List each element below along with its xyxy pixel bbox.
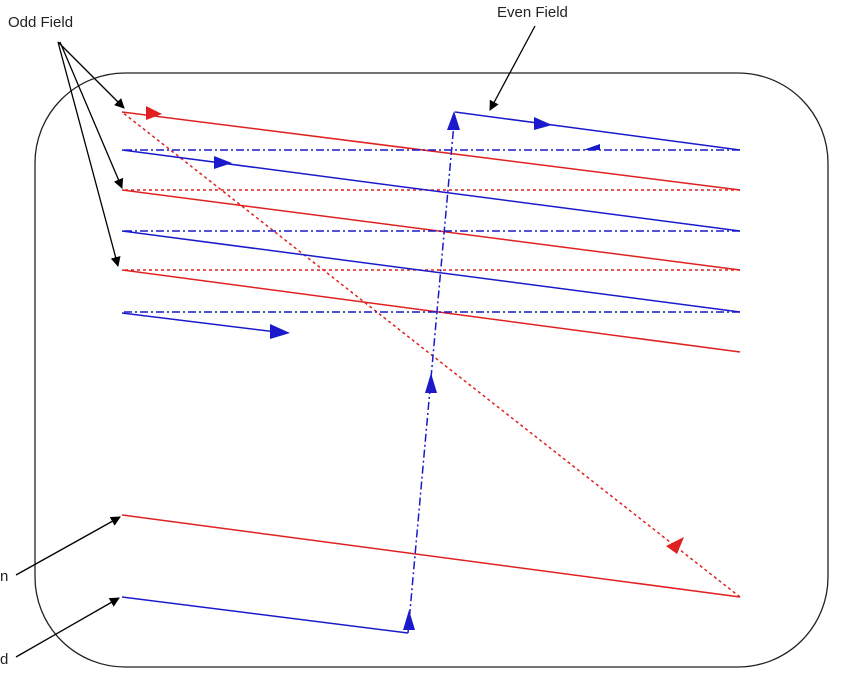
even-arrow-icon-1	[534, 117, 552, 130]
even-arrow-icon-4	[270, 324, 290, 339]
odd-field-lines	[121, 111, 741, 598]
left-label-2: d	[0, 651, 8, 668]
even-field-label: Even Field	[497, 4, 568, 21]
even-scan-line-3	[121, 230, 741, 313]
left-label-1: n	[0, 568, 8, 585]
even-scan-line-4	[121, 312, 286, 334]
odd-scan-line-3	[121, 269, 741, 353]
even-vertical-retrace	[407, 111, 456, 634]
odd-field-arrow-2	[59, 41, 124, 189]
up-arrow-icon-3	[447, 111, 460, 130]
odd-field-label: Odd Field	[8, 14, 73, 31]
odd-scan-line-2	[121, 189, 741, 271]
even-arrow-icon-2	[583, 144, 600, 156]
odd-vertical-retrace	[121, 111, 741, 598]
odd-scan-line-1	[121, 111, 741, 191]
even-field-arrow	[489, 25, 536, 111]
screen-frame	[34, 72, 829, 668]
even-scan-line-1	[454, 111, 741, 151]
odd-arrow-icon	[146, 106, 162, 120]
odd-field-arrow-1	[57, 41, 125, 109]
left-arrow-2	[15, 597, 120, 658]
left-arrow-1	[15, 516, 121, 576]
even-scan-line-first	[121, 596, 409, 634]
annotation-arrows	[15, 25, 536, 658]
odd-scan-line-last	[121, 514, 741, 598]
even-arrow-icon-3	[214, 156, 232, 169]
up-arrow-icon-2	[425, 373, 437, 393]
odd-retrace-arrow-icon	[666, 537, 684, 554]
up-arrow-icon-1	[403, 610, 415, 630]
odd-field-arrow-3	[57, 41, 121, 267]
